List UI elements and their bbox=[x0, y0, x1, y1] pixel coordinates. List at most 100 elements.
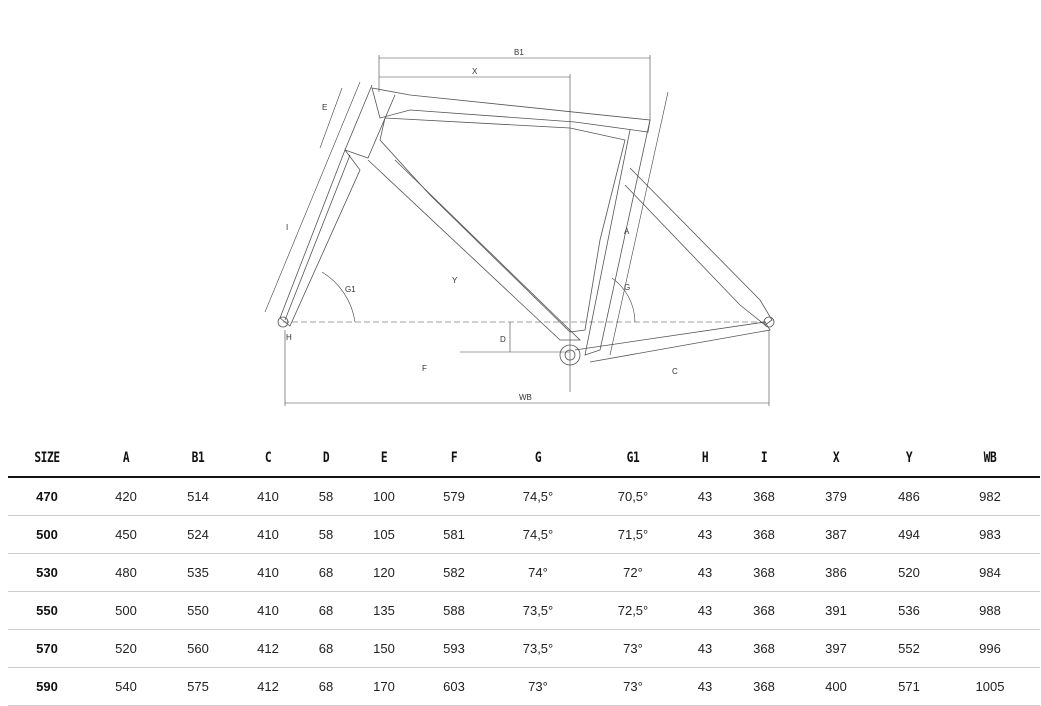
cell-g: 74° bbox=[486, 553, 590, 592]
cell-e: 135 bbox=[346, 591, 422, 630]
cell-c: 410 bbox=[230, 553, 306, 592]
label-wb: WB bbox=[519, 393, 532, 402]
cell-i: 368 bbox=[734, 629, 794, 668]
cell-g1: 72,5° bbox=[590, 591, 676, 630]
cell-d: 58 bbox=[306, 477, 346, 516]
label-b1: B1 bbox=[514, 48, 524, 57]
cell-g1: 71,5° bbox=[590, 515, 676, 554]
size-cell: 590 bbox=[8, 667, 86, 706]
cell-d: 68 bbox=[306, 553, 346, 592]
label-d: D bbox=[500, 335, 506, 344]
size-cell: 570 bbox=[8, 629, 86, 668]
frame-outline bbox=[277, 84, 775, 366]
label-x: X bbox=[472, 67, 478, 76]
size-cell: 530 bbox=[8, 553, 86, 592]
cell-a: 500 bbox=[86, 591, 166, 630]
cell-wb: 984 bbox=[940, 553, 1040, 592]
cell-h: 43 bbox=[676, 553, 734, 592]
cell-e: 105 bbox=[346, 515, 422, 554]
column-header-d: D bbox=[310, 440, 342, 478]
cell-e: 170 bbox=[346, 667, 422, 706]
cell-i: 368 bbox=[734, 591, 794, 630]
cell-a: 540 bbox=[86, 667, 166, 706]
cell-f: 588 bbox=[422, 591, 486, 630]
column-header-g: G bbox=[496, 440, 580, 478]
cell-c: 410 bbox=[230, 515, 306, 554]
cell-x: 386 bbox=[794, 553, 878, 592]
column-header-h: H bbox=[681, 440, 729, 478]
cell-f: 579 bbox=[422, 477, 486, 516]
cell-b1: 524 bbox=[166, 515, 230, 554]
cell-c: 412 bbox=[230, 629, 306, 668]
cell-y: 571 bbox=[878, 667, 940, 706]
cell-y: 486 bbox=[878, 477, 940, 516]
cell-a: 480 bbox=[86, 553, 166, 592]
cell-i: 368 bbox=[734, 515, 794, 554]
size-cell: 550 bbox=[8, 591, 86, 630]
cell-d: 68 bbox=[306, 629, 346, 668]
cell-f: 603 bbox=[422, 667, 486, 706]
column-header-i: I bbox=[740, 440, 788, 478]
cell-y: 494 bbox=[878, 515, 940, 554]
cell-y: 536 bbox=[878, 591, 940, 630]
cell-wb: 996 bbox=[940, 629, 1040, 668]
label-e: E bbox=[322, 103, 327, 112]
cell-h: 43 bbox=[676, 667, 734, 706]
cell-b1: 575 bbox=[166, 667, 230, 706]
cell-a: 520 bbox=[86, 629, 166, 668]
cell-wb: 983 bbox=[940, 515, 1040, 554]
cell-b1: 535 bbox=[166, 553, 230, 592]
cell-d: 68 bbox=[306, 591, 346, 630]
cell-b1: 514 bbox=[166, 477, 230, 516]
cell-i: 368 bbox=[734, 553, 794, 592]
cell-g1: 73° bbox=[590, 629, 676, 668]
cell-g1: 73° bbox=[590, 667, 676, 706]
cell-h: 43 bbox=[676, 629, 734, 668]
cell-e: 150 bbox=[346, 629, 422, 668]
size-cell: 470 bbox=[8, 477, 86, 516]
cell-f: 593 bbox=[422, 629, 486, 668]
cell-wb: 982 bbox=[940, 477, 1040, 516]
cell-a: 450 bbox=[86, 515, 166, 554]
label-y: Y bbox=[452, 276, 458, 285]
column-header-x: X bbox=[802, 440, 870, 478]
cell-g: 74,5° bbox=[486, 477, 590, 516]
cell-g1: 70,5° bbox=[590, 477, 676, 516]
cell-x: 397 bbox=[794, 629, 878, 668]
label-g: G bbox=[624, 283, 630, 292]
cell-x: 379 bbox=[794, 477, 878, 516]
cell-d: 68 bbox=[306, 667, 346, 706]
dimension-lines bbox=[264, 55, 770, 406]
cell-i: 368 bbox=[734, 477, 794, 516]
cell-h: 43 bbox=[676, 477, 734, 516]
column-header-wb: WB bbox=[950, 440, 1030, 478]
cell-y: 552 bbox=[878, 629, 940, 668]
cell-i: 368 bbox=[734, 667, 794, 706]
cell-c: 412 bbox=[230, 667, 306, 706]
column-header-size: SIZE bbox=[15, 440, 79, 478]
label-f: F bbox=[422, 364, 427, 373]
cell-h: 43 bbox=[676, 591, 734, 630]
cell-f: 581 bbox=[422, 515, 486, 554]
column-header-f: F bbox=[428, 440, 480, 478]
cell-b1: 550 bbox=[166, 591, 230, 630]
cell-h: 43 bbox=[676, 515, 734, 554]
cell-x: 400 bbox=[794, 667, 878, 706]
column-header-g1: G1 bbox=[598, 440, 668, 478]
frame-geometry-diagram: B1 X E I G1 H Y D F WB A G C bbox=[264, 48, 775, 406]
column-header-e: E bbox=[353, 440, 415, 478]
cell-d: 58 bbox=[306, 515, 346, 554]
cell-f: 582 bbox=[422, 553, 486, 592]
column-header-y: Y bbox=[884, 440, 934, 478]
cell-g: 73,5° bbox=[486, 591, 590, 630]
cell-b1: 560 bbox=[166, 629, 230, 668]
column-header-a: A bbox=[94, 440, 158, 478]
cell-x: 387 bbox=[794, 515, 878, 554]
cell-g1: 72° bbox=[590, 553, 676, 592]
column-header-b1: B1 bbox=[172, 440, 224, 478]
